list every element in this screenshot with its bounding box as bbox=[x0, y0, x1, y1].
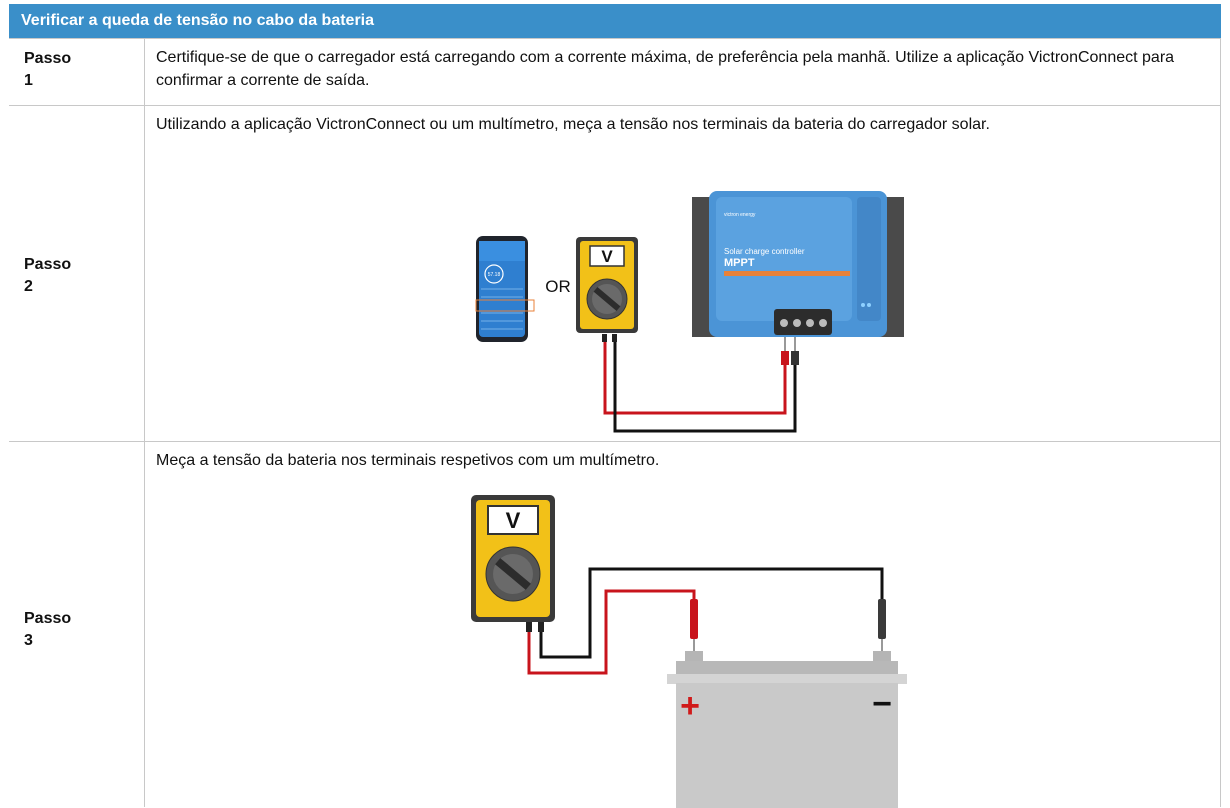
table-row-step-2: Passo 2 Utilizando a aplicação VictronCo… bbox=[9, 105, 1221, 441]
step-text: Certifique-se de que o carregador está c… bbox=[156, 49, 1175, 89]
meter-display: V bbox=[506, 508, 521, 533]
step-text: Utilizando a aplicação VictronConnect ou… bbox=[156, 116, 990, 133]
controller-title: Solar charge controller bbox=[724, 247, 805, 256]
or-label: OR bbox=[545, 277, 571, 296]
controller-model: MPPT bbox=[724, 257, 755, 269]
battery-minus-sign: − bbox=[872, 685, 892, 723]
illustration-voltage-at-controller: 57.18 OR V bbox=[475, 191, 904, 433]
meter-display: V bbox=[601, 247, 613, 266]
step-label: Passo 2 bbox=[24, 256, 72, 295]
phone-victronconnect: 57.18 bbox=[475, 236, 535, 342]
step-text: Meça a tensão da bateria nos terminais r… bbox=[156, 452, 660, 469]
controller-brand: victron energy bbox=[724, 212, 756, 218]
phone-reading: 57.18 bbox=[488, 272, 501, 278]
step-label-cell: Passo 1 bbox=[9, 39, 145, 105]
solar-charge-controller: victron energy Solar charge controller M… bbox=[692, 191, 904, 337]
table-row-step-1: Passo 1 Certifique-se de que o carregado… bbox=[9, 38, 1221, 105]
step-label-cell: Passo 2 bbox=[9, 106, 145, 441]
multimeter: V bbox=[471, 495, 555, 632]
table-row-step-3: Passo 3 Meça a tensão da bateria nos ter… bbox=[9, 441, 1221, 808]
table-header: Verificar a queda de tensão no cabo da b… bbox=[9, 4, 1221, 38]
battery: + − bbox=[667, 651, 907, 808]
illustration-voltage-at-battery: V + − bbox=[471, 495, 907, 808]
step-label: Passo 3 bbox=[24, 610, 72, 649]
multimeter: V bbox=[576, 237, 638, 342]
step-label: Passo 1 bbox=[24, 50, 72, 89]
step-label-cell: Passo 3 bbox=[9, 442, 145, 807]
battery-plus-sign: + bbox=[680, 687, 700, 725]
document-table: Verificar a queda de tensão no cabo da b… bbox=[9, 4, 1221, 808]
